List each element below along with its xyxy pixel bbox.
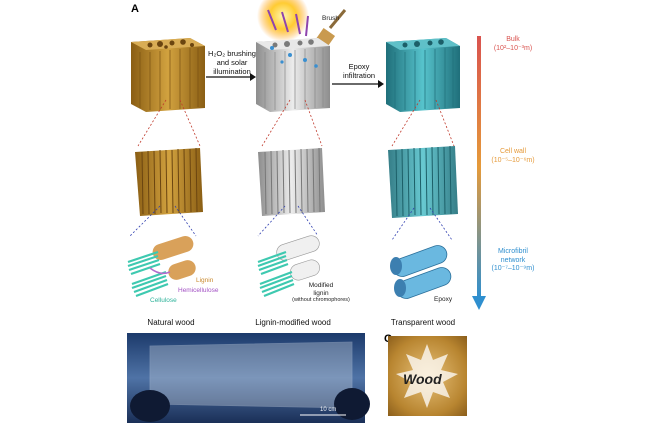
scale-bulk-range: (10²–10⁻³m) [493,44,533,52]
panel-b-photo [127,333,370,423]
scale-microfibril-name: Microfibril [498,248,528,255]
natural-wood-microfibril [127,235,196,298]
column-label-natural: Natural wood [147,318,195,327]
scale-bulk: Bulk (10²–10⁻³m) [488,36,538,53]
legend-modified-line2: lignin [313,289,329,297]
step1-line1: H₂O₂ brushing [208,49,256,58]
column-label-transparent: Transparent wood [390,318,456,327]
zoom-lines-modified-2 [257,205,319,237]
step2-label: Epoxy infiltration [336,62,382,80]
legend-lignin: Lignin [196,277,214,284]
step2-line1: Epoxy [348,62,370,71]
legend-modified-lignin: Modified lignin (without chromophores) [290,282,352,305]
zoom-lines-natural-1 [137,99,201,147]
modified-wood-bulk [256,9,330,112]
zoom-lines-modified-1 [261,99,323,147]
step1-label: H₂O₂ brushing and solar illumination [204,49,260,76]
zoom-lines-natural-2 [129,205,197,237]
arrow-step-2 [332,80,384,88]
step2-line2: infiltration [342,71,376,80]
modified-wood-microfibril [257,235,320,298]
sun-icon [257,0,309,42]
scale-microfibril-range: (10⁻⁷–10⁻⁹m) [491,265,535,272]
panel-c-word: Wood [403,371,442,387]
scale-cell-wall-range: (10⁻⁵–10⁻⁶m) [491,156,535,164]
zoom-lines-transparent-2 [391,207,453,241]
arrow-step-1 [206,73,256,81]
step1-line2: and solar [216,58,248,67]
legend-hemicellulose: Hemicellulose [178,287,219,294]
scale-microfibril-name2: network [500,256,526,264]
scale-cell-wall-name: Cell wall [499,148,527,155]
scale-microfibril: Microfibril network (10⁻⁷–10⁻⁹m) [488,248,538,274]
transparent-wood-cell-wall [388,145,458,218]
column-label-modified: Lignin-modified wood [255,318,331,327]
legend-modified-line1: Modified [308,282,334,289]
zoom-lines-transparent-1 [391,99,455,147]
modified-wood-cell-wall [258,147,325,216]
natural-wood-bulk [131,38,205,112]
transparent-wood-microfibril [390,245,452,299]
natural-wood-cell-wall [135,147,203,216]
legend-cellulose: Cellulose [150,297,177,304]
transparent-wood-bulk [386,38,460,112]
length-scale-arrow [472,36,486,310]
step1-line3: illumination [213,67,251,76]
brush-label: Brush [322,15,339,22]
panel-b-scale-bar-label: 10 cm [320,407,337,413]
scale-bulk-name: Bulk [506,36,520,43]
panel-c-photo [388,336,467,416]
panel-a-letter: A [131,3,139,15]
legend-epoxy: Epoxy [434,296,453,303]
legend-modified-line3: (without chromophores) [292,297,350,303]
scale-cell-wall: Cell wall (10⁻⁵–10⁻⁶m) [488,148,538,165]
panel-c-letter: C [384,333,392,345]
